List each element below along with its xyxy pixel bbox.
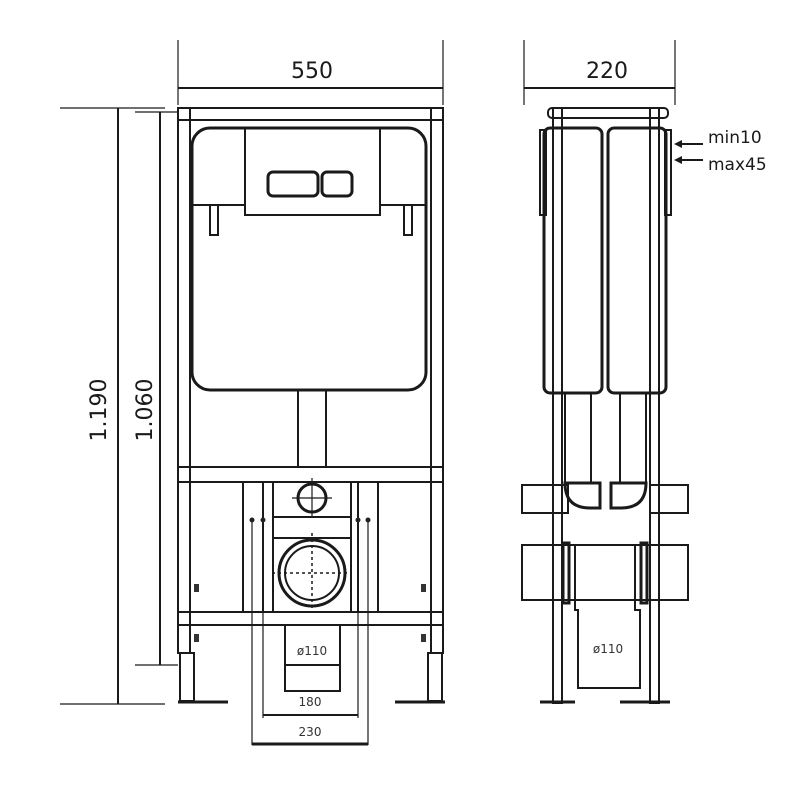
inner-spacing-dimension: 180 [263,695,358,716]
side-cistern-right [606,126,668,395]
total-height-label: 1.190 [87,379,112,442]
side-view: 220 ø110 min10 max45 [521,40,767,704]
flush-plate [244,127,381,216]
width-dimension: 550 [177,40,444,105]
cistern [190,126,428,468]
front-view: 550 1.190 1.060 [60,40,445,746]
depth-label: 220 [586,59,628,84]
waste-outlet [277,538,347,608]
outer-spacing-label: 230 [299,725,322,739]
half-flush-button [320,170,354,198]
wall-thickness-annotation: min10 max45 [674,128,767,175]
front-drain-label: ø110 [297,644,327,658]
frame-height-dimension: 1.060 [133,111,178,666]
full-flush-button [266,170,320,198]
depth-dimension: 220 [523,40,676,105]
frame [177,107,445,704]
inner-spacing-label: 180 [299,695,322,709]
side-drain-label: ø110 [593,642,623,656]
outer-spacing-dimension: 230 [252,725,368,746]
total-height-dimension: 1.190 [60,107,165,705]
frame-height-label: 1.060 [133,379,158,442]
connection-area: ø110 [242,478,379,745]
max-label: max45 [708,155,767,175]
min-label: min10 [708,128,762,148]
width-label: 550 [291,59,333,84]
